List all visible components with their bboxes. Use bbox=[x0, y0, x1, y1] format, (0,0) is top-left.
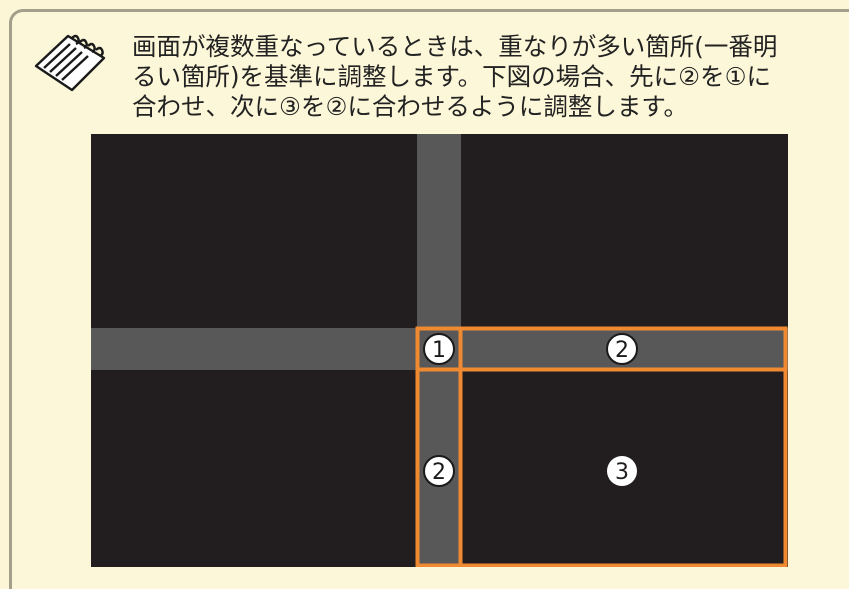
label-2-left-marker: 2 bbox=[423, 455, 455, 487]
note-line-3: 合わせ、次に③を②に合わせるように調整します。 bbox=[132, 92, 688, 121]
overlap-diagram-svg: 1 2 2 3 bbox=[91, 134, 788, 568]
label-1-text: 1 bbox=[432, 338, 446, 363]
label-3-text: 3 bbox=[615, 460, 629, 485]
label-2-top-text: 2 bbox=[615, 338, 629, 363]
label-2-top-marker: 2 bbox=[606, 333, 638, 365]
label-3-marker: 3 bbox=[607, 456, 637, 486]
note-memo-icon bbox=[34, 34, 106, 92]
label-2-left-text: 2 bbox=[432, 460, 446, 485]
label-1-marker: 1 bbox=[423, 333, 455, 365]
overlap-diagram: 1 2 2 3 bbox=[91, 134, 788, 568]
note-line-1: 画面が複数重なっているときは、重なりが多い箇所(一番明 bbox=[132, 32, 778, 61]
note-line-2: るい箇所)を基準に調整します。下図の場合、先に②を①に bbox=[132, 62, 772, 91]
note-text: 画面が複数重なっているときは、重なりが多い箇所(一番明 るい箇所)を基準に調整し… bbox=[132, 32, 844, 122]
region-3-frame bbox=[458, 367, 788, 568]
